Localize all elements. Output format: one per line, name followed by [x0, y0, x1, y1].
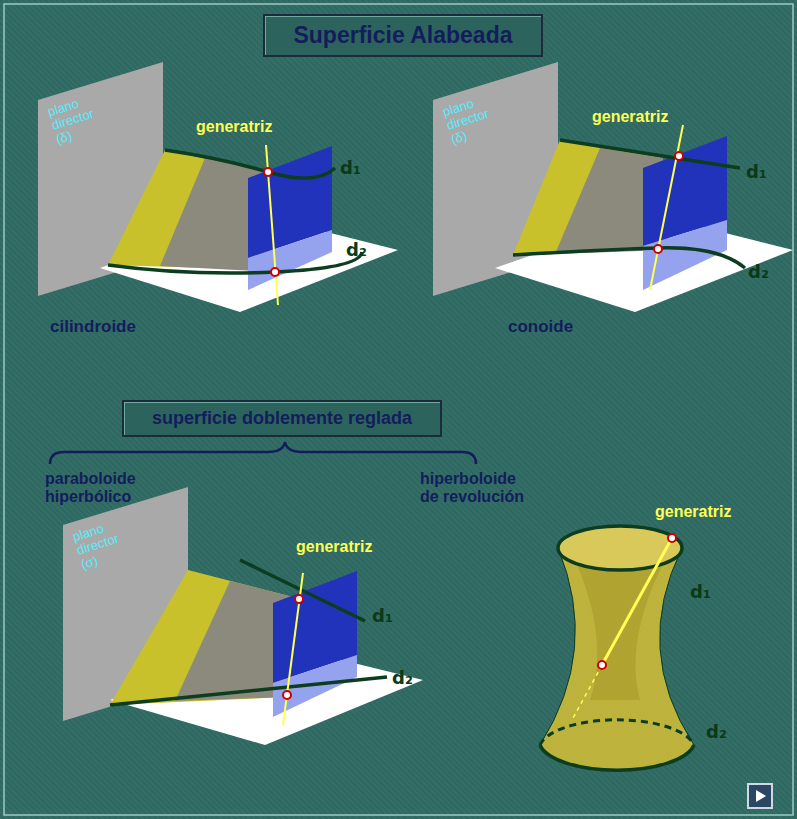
brace — [50, 442, 476, 464]
hyperboloid-figure — [540, 526, 694, 770]
paraboloid-figure — [63, 487, 423, 745]
title-box: Superficie Alabeada — [263, 14, 543, 57]
conoid-figure — [433, 62, 793, 312]
box-text: superficie doblemente reglada — [152, 408, 412, 429]
group-box: superficie doblemente reglada — [122, 400, 442, 437]
generatrix-label: generatriz — [296, 538, 372, 556]
cylindroid-figure — [38, 62, 398, 312]
generatrix-label: generatriz — [655, 503, 731, 521]
directrix-label: d₁ — [340, 158, 361, 178]
directrix-label: d₂ — [392, 668, 413, 688]
directrix-label: d₁ — [690, 582, 711, 602]
directrix-label: d₂ — [748, 262, 769, 282]
generatrix-label: generatriz — [592, 108, 668, 126]
directrix-label: d₁ — [746, 162, 767, 182]
directrix-label: d₁ — [372, 606, 393, 626]
generatrix-label: generatriz — [196, 118, 272, 136]
box-text: Superficie Alabeada — [293, 22, 512, 49]
surface-name: conoide — [508, 318, 573, 337]
surface-name: paraboloide hiperbólico — [45, 470, 153, 505]
frame — [4, 4, 793, 815]
surface-name: cilindroide — [50, 318, 136, 337]
surface-name: hiperboloide de revolución — [420, 470, 538, 505]
play-button — [748, 784, 772, 808]
directrix-label: d₂ — [706, 722, 727, 742]
directrix-label: d₂ — [346, 240, 367, 260]
